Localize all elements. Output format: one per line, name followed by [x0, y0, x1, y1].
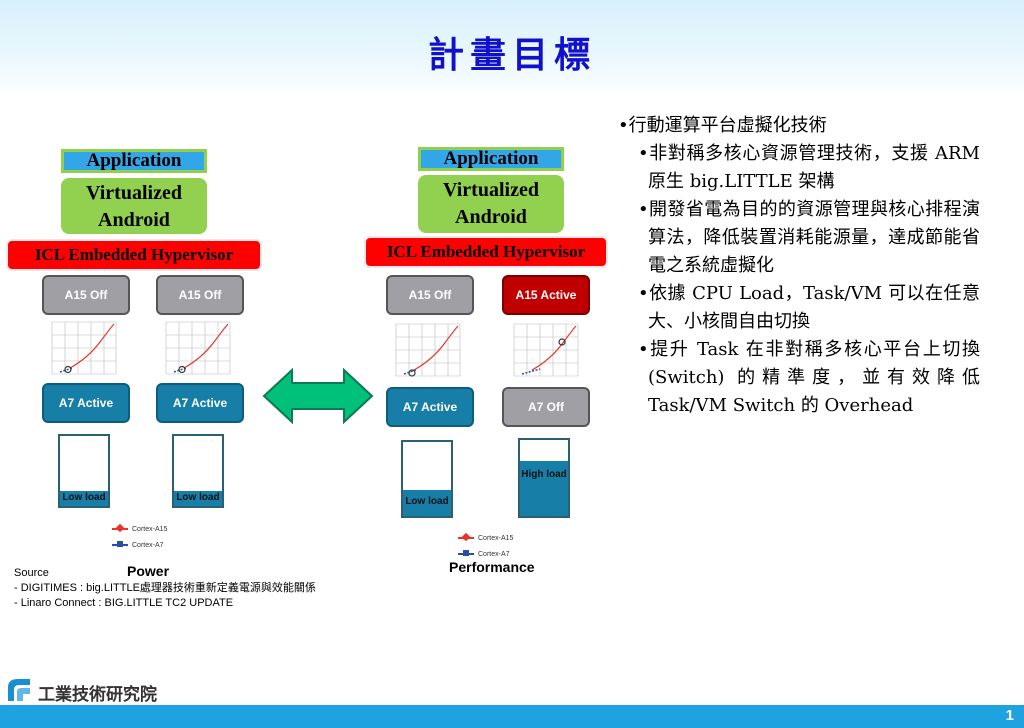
- a7-legend-swatch: [112, 541, 128, 548]
- a15-core: A15 Off: [156, 275, 244, 315]
- hypervisor-box: ICL Embedded Hypervisor: [364, 236, 608, 268]
- cpu-load-fill: Low load: [60, 490, 108, 506]
- legend-label: Cortex-A15: [478, 535, 514, 542]
- a15-legend-swatch: [458, 532, 474, 542]
- cpu-load-gauge: Low load: [58, 434, 110, 508]
- header-band: [0, 0, 1024, 100]
- performance-curve-graph: [513, 323, 579, 377]
- page-number: 1: [1005, 707, 1014, 724]
- a7-core: A7 Active: [156, 383, 244, 423]
- source-line: - DIGITIMES : big.LITTLE處理器技術重新定義電源與效能關係: [14, 582, 316, 594]
- cpu-load-gauge: Low load: [172, 434, 224, 508]
- bullet-main: •行動運算平台虛擬化技術: [618, 115, 827, 136]
- cpu-load-label: High load: [521, 469, 567, 481]
- footer-bar: [0, 705, 1024, 728]
- cpu-load-gauge: Low load: [401, 440, 453, 518]
- virtualized-android-box: Virtualized Android: [61, 178, 207, 234]
- cpu-load-gauge: High load: [518, 438, 570, 518]
- virtualized-android-box: Virtualized Android: [418, 175, 564, 233]
- a15-core: A15 Off: [386, 275, 474, 315]
- source-heading: Source: [14, 567, 49, 579]
- application-box: Application: [418, 147, 564, 171]
- org-name: 工業技術研究院: [38, 685, 157, 705]
- a7-core: A7 Active: [386, 387, 474, 427]
- cpu-load-fill: Low load: [403, 490, 451, 516]
- legend-label: Cortex-A15: [132, 526, 168, 533]
- a15-legend-swatch: [112, 523, 128, 533]
- performance-curve-graph: [395, 323, 461, 377]
- cpu-load-label: Low load: [405, 496, 449, 508]
- legend-label: Cortex-A7: [132, 542, 164, 549]
- bullet-item: •依據 CPU Load，Task/VM 可以在任意大、小核間自由切換: [638, 283, 980, 332]
- a15-core: A15 Off: [42, 275, 130, 315]
- power-curve-graph: [51, 321, 117, 375]
- source-notes: Source - DIGITIMES : big.LITTLE處理器技術重新定義…: [14, 566, 316, 611]
- bullet-list: •行動運算平台虛擬化技術 •非對稱多核心資源管理技術，支援 ARM 原生 big…: [618, 112, 980, 420]
- itri-logo-icon: [8, 679, 30, 701]
- bullet-item: •提升 Task 在非對稱多核心平台上切換 (Switch) 的精準度，並有效降…: [638, 339, 980, 416]
- a7-core: A7 Active: [42, 383, 130, 423]
- power-curve-graph: [165, 321, 231, 375]
- bullet-item: •非對稱多核心資源管理技術，支援 ARM 原生 big.LITTLE 架構: [638, 143, 980, 192]
- slide-title: 計畫目標: [427, 34, 596, 76]
- application-box: Application: [61, 149, 207, 173]
- a7-legend-swatch: [458, 550, 474, 557]
- performance-caption: Performance: [449, 559, 535, 575]
- cpu-load-label: Low load: [176, 491, 220, 503]
- double-arrow-icon: [262, 368, 374, 424]
- power-caption: Power: [127, 563, 170, 579]
- hypervisor-box: ICL Embedded Hypervisor: [6, 239, 262, 271]
- a15-core: A15 Active: [502, 275, 590, 315]
- legend: Cortex-A15 Cortex-A7: [458, 531, 513, 563]
- legend: Cortex-A15 Cortex-A7: [112, 522, 167, 554]
- cpu-load-fill: High load: [520, 461, 568, 516]
- source-line: - Linaro Connect : BIG.LITTLE TC2 UPDATE: [14, 597, 234, 609]
- cpu-load-label: Low load: [62, 491, 106, 503]
- a7-core: A7 Off: [502, 387, 590, 427]
- legend-label: Cortex-A7: [478, 551, 510, 558]
- bullet-item: •開發省電為目的的資源管理與核心排程演算法，降低裝置消耗能源量，達成節能省電之系…: [638, 199, 980, 276]
- cpu-load-fill: Low load: [174, 490, 222, 506]
